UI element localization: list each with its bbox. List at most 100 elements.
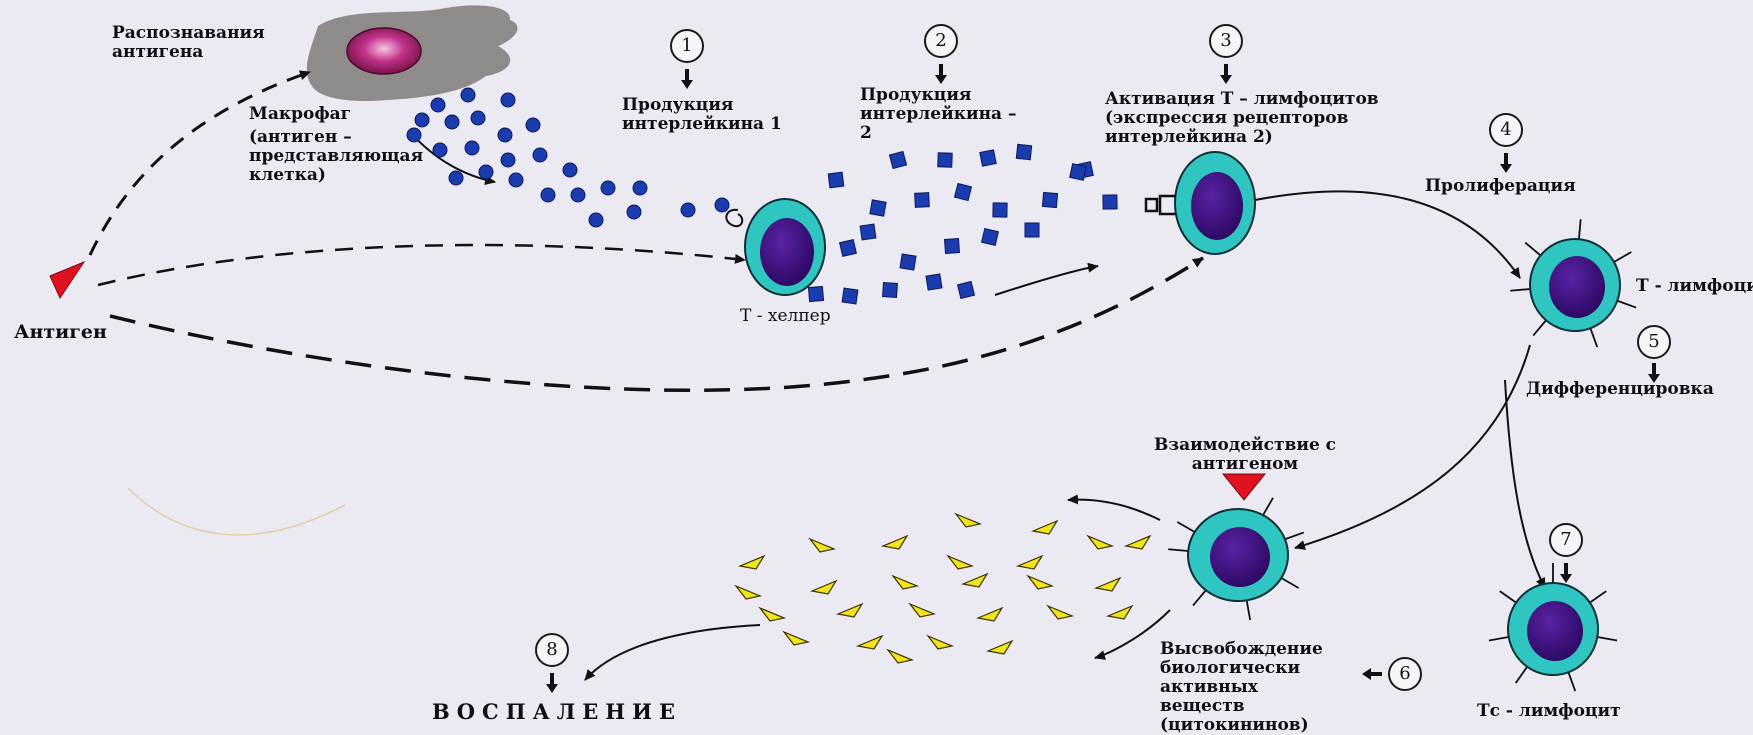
interleukin-1-dot [431,98,445,112]
interleukin-1-dot [563,163,577,177]
step-pointer-3 [1220,75,1232,84]
tc-lymphocyte-cell [1489,563,1617,691]
cell-spike [1489,637,1509,640]
interleukin-2-square [870,200,886,216]
step-badge-4: 4 [1489,113,1523,147]
step-pointer-4 [1500,164,1512,173]
cytokine-triangle [978,608,1002,621]
label-interaction: Взаимодействие с антигеном [1150,436,1340,474]
cytokine-release-arrow-lower [1095,610,1170,658]
label-recognition: Распознавания антигена [112,24,272,62]
il1-receptor [726,210,742,226]
cytokine-triangle [858,636,882,649]
cell-spike [1263,498,1273,515]
cell-spike [1516,667,1527,683]
step-pointer-7 [1560,574,1572,583]
interleukin-1-dot [509,173,523,187]
cytokine-triangle [948,556,972,569]
cell-spike [1500,591,1516,602]
step-pointer-1 [681,80,693,89]
cell-spike [1597,637,1617,640]
step-badge-3: 3 [1209,24,1243,58]
cytokine-triangle [740,556,764,569]
interleukin-2-square [955,184,972,201]
interleukin-2-square [883,283,898,298]
interleukin-1-dot [681,203,695,217]
il2-receptor [1160,196,1176,214]
inflammation-arrow [585,625,760,680]
step-badge-5: 5 [1637,325,1671,359]
interleukin-1-dot [526,118,540,132]
cell-spike [1177,522,1194,532]
interleukin-1-dot [445,115,459,129]
il2-flow-arrow [995,266,1098,295]
interleukin-2-square [915,193,930,208]
interleukin-2-square [808,286,823,301]
interleukin-1-dot [501,93,515,107]
interleukin-2-square [1042,192,1057,207]
cell-spike [1285,532,1304,539]
interleukin-2-square [840,240,857,257]
proliferating-t-lymphocyte [1510,219,1636,347]
antigen-triangle [50,262,84,298]
interleukin-1-dot [715,198,729,212]
cytokine-triangle [928,636,952,649]
label-macrophage-desc: (антиген – представляющая клетка) [249,128,404,185]
interleukin-2-square [980,150,996,166]
label-t-lymphocyte: Т - лимфоцит [1636,277,1753,296]
interleukin-2-square [1016,144,1031,159]
step-pointer-6 [1362,668,1371,680]
interleukin-1-dot [407,128,421,142]
cytokine-triangle [812,581,836,594]
step-pointer-5 [1648,374,1660,383]
label-il1: Продукция интерлейкина 1 [622,96,792,134]
differentiation-arrow-tc [1505,380,1545,588]
cell-spike [1247,600,1250,620]
cytokine-triangle [760,608,784,621]
cytokine-triangle [988,641,1012,654]
cell-spike [1590,591,1606,602]
step-badge-2: 2 [924,24,958,58]
interleukin-1-dot [415,113,429,127]
step-pointer-2 [935,75,947,84]
cytokine-triangle [963,574,987,587]
cytokine-triangle [784,632,808,645]
step-badge-6: 6 [1388,657,1422,691]
interleukin-1-dot [633,181,647,195]
antigen-triangle-bound [1223,474,1265,500]
interleukin-1-dot [498,128,512,142]
cytokine-release-arrow-upper [1068,500,1160,520]
interleukin-1-dot [533,148,547,162]
interleukin-2-square [1025,223,1039,237]
label-t-helper: Т - хелпер [740,307,831,326]
label-differentiation: Дифференцировка [1526,380,1714,399]
interleukin-2-square [926,274,942,290]
cell-spike [1533,320,1546,335]
antigen-to-activation-path [110,258,1203,390]
cytokine-triangle [1088,536,1112,549]
antigen-to-thelper-path [98,245,745,285]
cell-spike [1614,252,1631,262]
t-helper-cell [726,199,825,295]
interleukin-2-square [938,153,952,167]
cell-spike [1579,219,1581,239]
cytokine-triangle [910,604,934,617]
proliferation-arrow [1255,191,1520,278]
cytokine-triangle [883,536,907,549]
cytokine-particles [736,514,1150,663]
activated-t-lymphocyte [1146,152,1255,254]
step-badge-1: 1 [670,29,704,63]
interleukin-1-dot [479,165,493,179]
interleukin-1-dot [601,181,615,195]
cytokine-triangle [1108,606,1132,619]
interleukin-1-dot [627,205,641,219]
cytokine-triangle [736,586,760,599]
t-helper-nucleus [760,218,814,286]
cytokine-triangle [1033,521,1057,534]
cytokine-triangle [1096,578,1120,591]
label-inflammation: ВОСПАЛЕНИЕ [432,702,682,721]
cytokine-triangle [1028,576,1052,589]
step-pointer-8 [546,684,558,693]
interleukin-2-square [842,288,858,304]
